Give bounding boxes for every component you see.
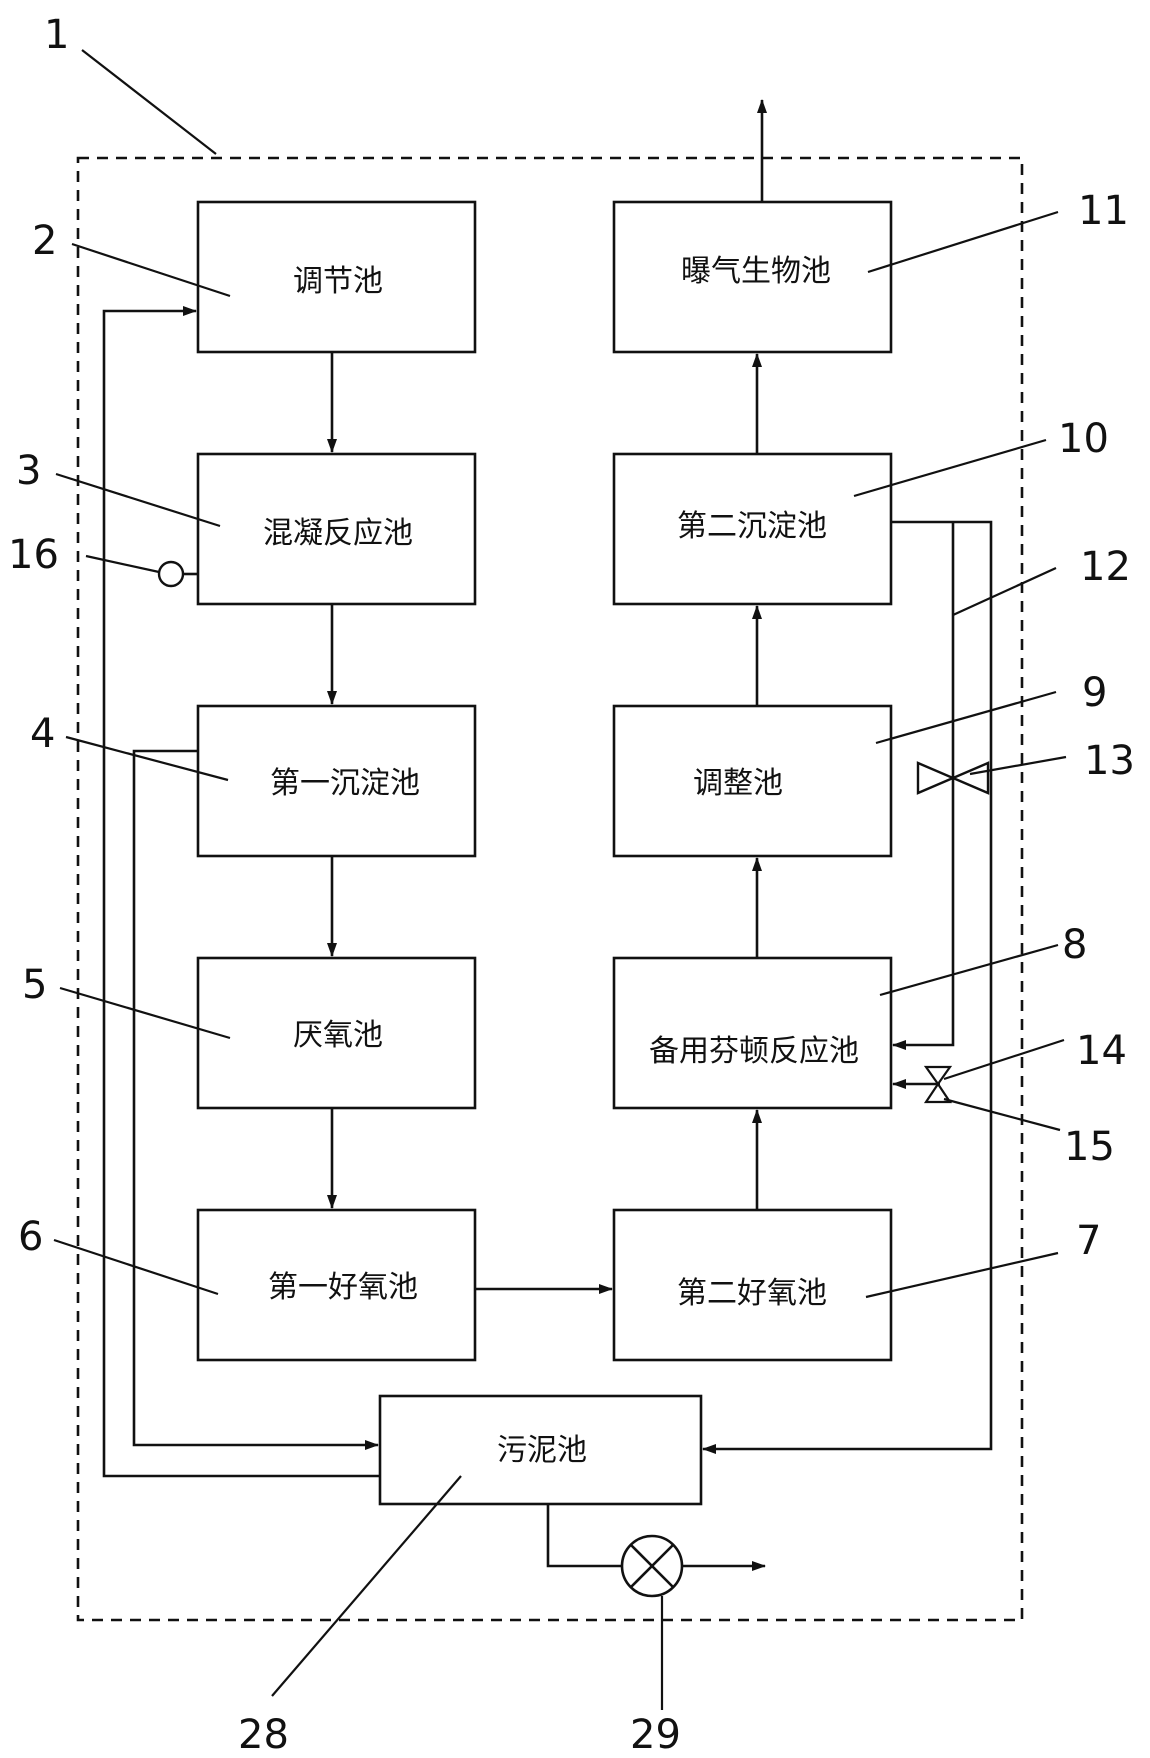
leader-line-9 [875, 690, 1057, 745]
valve-14-icon[interactable] [923, 1065, 953, 1104]
ref-label-16: 16 [8, 532, 59, 578]
leader-line-4 [65, 735, 229, 782]
adjustment-tank: 调整池 [612, 704, 893, 858]
aeration-bio-tank-label: 曝气生物池 [681, 254, 831, 289]
regulating-tank: 调节池 [196, 200, 477, 354]
leader-line-16 [85, 554, 160, 574]
leader-line-7 [865, 1251, 1059, 1299]
aeration-bio-tank: 曝气生物池 [612, 200, 893, 354]
ref-label-9: 9 [1082, 670, 1107, 716]
ref-label-15: 15 [1064, 1124, 1115, 1170]
sludge-return-line-to-regulating [102, 306, 380, 1478]
leader-line-15 [943, 1097, 1061, 1132]
sludge-line-from-second-sedimentation [702, 520, 993, 1454]
sludge-discharge-line [546, 1504, 622, 1568]
sludge-pump-icon[interactable] [620, 1534, 684, 1598]
valve-13-icon[interactable] [916, 761, 990, 795]
ref-label-7: 7 [1076, 1218, 1101, 1264]
ref-label-14: 14 [1076, 1028, 1127, 1074]
regulating-tank-label: 调节池 [293, 264, 383, 299]
adjustment-tank-label: 调整池 [693, 766, 783, 801]
leader-line-14 [943, 1038, 1065, 1081]
leader-line-6 [53, 1238, 219, 1296]
ref-label-1: 1 [44, 12, 69, 58]
leader-line-12 [952, 566, 1057, 617]
second-sedimentation-tank-label: 第二沉淀池 [677, 509, 827, 544]
leader-line-2 [71, 242, 231, 298]
leader-line-11 [867, 210, 1059, 274]
first-sedimentation-tank: 第一沉淀池 [196, 704, 477, 858]
ref-label-5: 5 [22, 962, 47, 1008]
anaerobic-tank-label: 厌氧池 [293, 1018, 383, 1053]
ref-label-2: 2 [32, 218, 57, 264]
ref-label-13: 13 [1084, 738, 1135, 784]
sludge-tank: 污泥池 [378, 1394, 703, 1506]
ref-label-11: 11 [1078, 188, 1129, 234]
leader-line-10 [853, 438, 1047, 498]
ref-label-10: 10 [1058, 416, 1109, 462]
ref-label-4: 4 [30, 711, 55, 757]
leader-line-3 [55, 472, 221, 528]
leader-line-5 [59, 986, 231, 1040]
leader-line-8 [879, 943, 1059, 997]
sludge-tank-label: 污泥池 [497, 1433, 587, 1468]
first-sedimentation-tank-label: 第一沉淀池 [270, 766, 420, 801]
ref-label-29: 29 [630, 1712, 681, 1758]
anaerobic-tank: 厌氧池 [196, 956, 477, 1110]
ref-label-3: 3 [16, 448, 41, 494]
second-sedimentation-tank: 第二沉淀池 [612, 452, 893, 606]
leader-line-13 [969, 755, 1067, 776]
bypass-line-to-fenton [892, 522, 955, 1050]
second-aerobic-tank: 第二好氧池 [612, 1208, 893, 1362]
first-aerobic-tank: 第一好氧池 [196, 1208, 477, 1362]
ref-label-6: 6 [18, 1214, 43, 1260]
system-boundary [76, 156, 1024, 1622]
leader-line-1 [81, 49, 217, 155]
ref-label-12: 12 [1080, 544, 1131, 590]
ref-label-8: 8 [1062, 922, 1087, 968]
ref-label-28: 28 [238, 1712, 289, 1758]
sludge-line-from-first-sedimentation [132, 749, 379, 1450]
backup-fenton-tank: 备用芬顿反应池 [612, 956, 893, 1110]
second-aerobic-tank-label: 第二好氧池 [677, 1276, 827, 1311]
coagulation-tank-label: 混凝反应池 [263, 516, 413, 551]
dosing-point-16-icon [157, 560, 198, 588]
first-aerobic-tank-label: 第一好氧池 [268, 1270, 418, 1305]
backup-fenton-tank-label: 备用芬顿反应池 [649, 1034, 859, 1069]
leader-line-28 [271, 1475, 462, 1697]
coagulation-tank: 混凝反应池 [196, 452, 477, 606]
